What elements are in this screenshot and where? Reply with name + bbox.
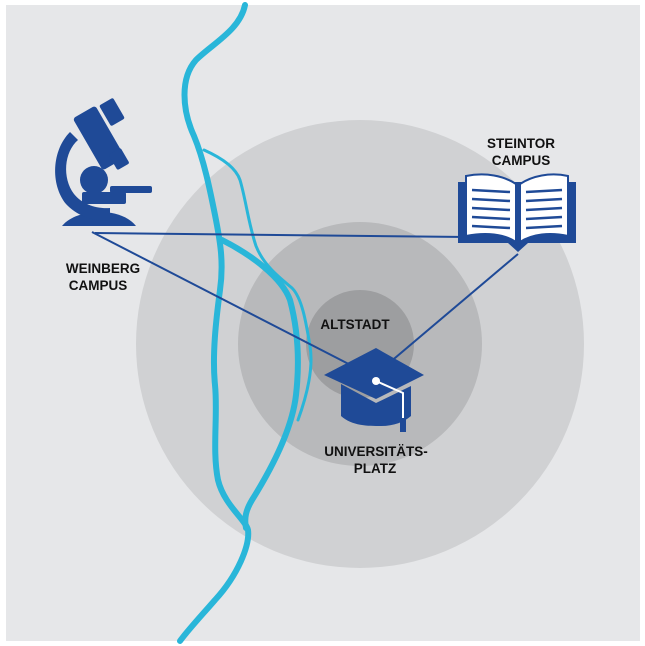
connector-steintor-universitaetsplatz — [375, 253, 519, 375]
river — [177, 2, 313, 644]
graduation-cap-icon — [324, 348, 424, 432]
label-steintor-line2: CAMPUS — [492, 153, 551, 168]
connector-lines — [91, 231, 519, 377]
river-side-channel — [202, 148, 313, 422]
label-weinberg-line2: CAMPUS — [69, 278, 128, 293]
microscope-icon — [55, 98, 152, 226]
label-weinberg-line1: WEINBERG — [66, 261, 140, 276]
connector-weinberg-steintor — [94, 232, 468, 238]
open-book-icon — [458, 173, 576, 252]
label-universitaet-line2: PLATZ — [354, 461, 397, 476]
river-east-branch — [219, 237, 301, 531]
label-steintor-line1: STEINTOR — [487, 136, 555, 151]
label-altstadt: ALTSTADT — [320, 317, 390, 332]
label-universitaet-line1: UNIVERSITÄTS- — [324, 444, 428, 459]
river-main-channel — [177, 2, 252, 644]
connector-weinberg-universitaetsplatz — [91, 231, 373, 377]
